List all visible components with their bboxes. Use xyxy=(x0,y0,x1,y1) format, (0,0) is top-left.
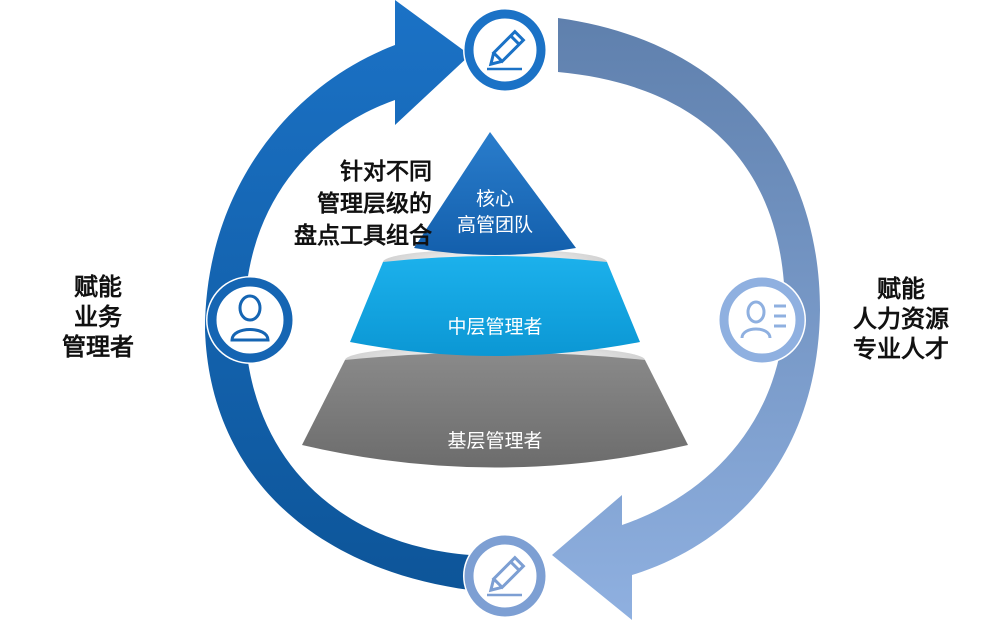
right-label-line: 赋能 xyxy=(877,275,925,303)
left-cycle-arrow xyxy=(205,0,470,590)
center-label-line: 针对不同 xyxy=(340,159,432,185)
left-label-line: 赋能 xyxy=(74,273,122,301)
left-user-icon xyxy=(206,276,294,364)
pyramid-bottom-tier: 基层管理者 xyxy=(302,345,688,468)
pyramid-top-tier: 核心 高管团队 xyxy=(414,132,576,255)
top-tier-label-line2: 高管团队 xyxy=(457,214,533,236)
left-label-line: 管理者 xyxy=(62,333,134,361)
left-label-line: 业务 xyxy=(74,303,122,331)
right-user-profile-icon xyxy=(718,276,806,364)
center-label-line: 盘点工具组合 xyxy=(294,223,432,249)
pyramid-middle-tier: 中层管理者 xyxy=(350,249,640,356)
top-pencil-icon xyxy=(463,8,547,92)
right-cycle-arrow xyxy=(552,18,820,620)
left-label: 赋能 业务 管理者 xyxy=(58,272,138,362)
bottom-pencil-icon xyxy=(463,534,547,618)
center-label: 针对不同 管理层级的 盘点工具组合 xyxy=(252,156,432,252)
right-label-line: 专业人才 xyxy=(853,335,949,363)
right-label-line: 人力资源 xyxy=(853,305,949,333)
right-label: 赋能 人力资源 专业人才 xyxy=(836,274,966,364)
middle-tier-label: 中层管理者 xyxy=(447,316,542,338)
center-label-line: 管理层级的 xyxy=(317,191,432,217)
bottom-tier-label: 基层管理者 xyxy=(447,430,542,452)
top-tier-label-line1: 核心 xyxy=(476,188,514,210)
